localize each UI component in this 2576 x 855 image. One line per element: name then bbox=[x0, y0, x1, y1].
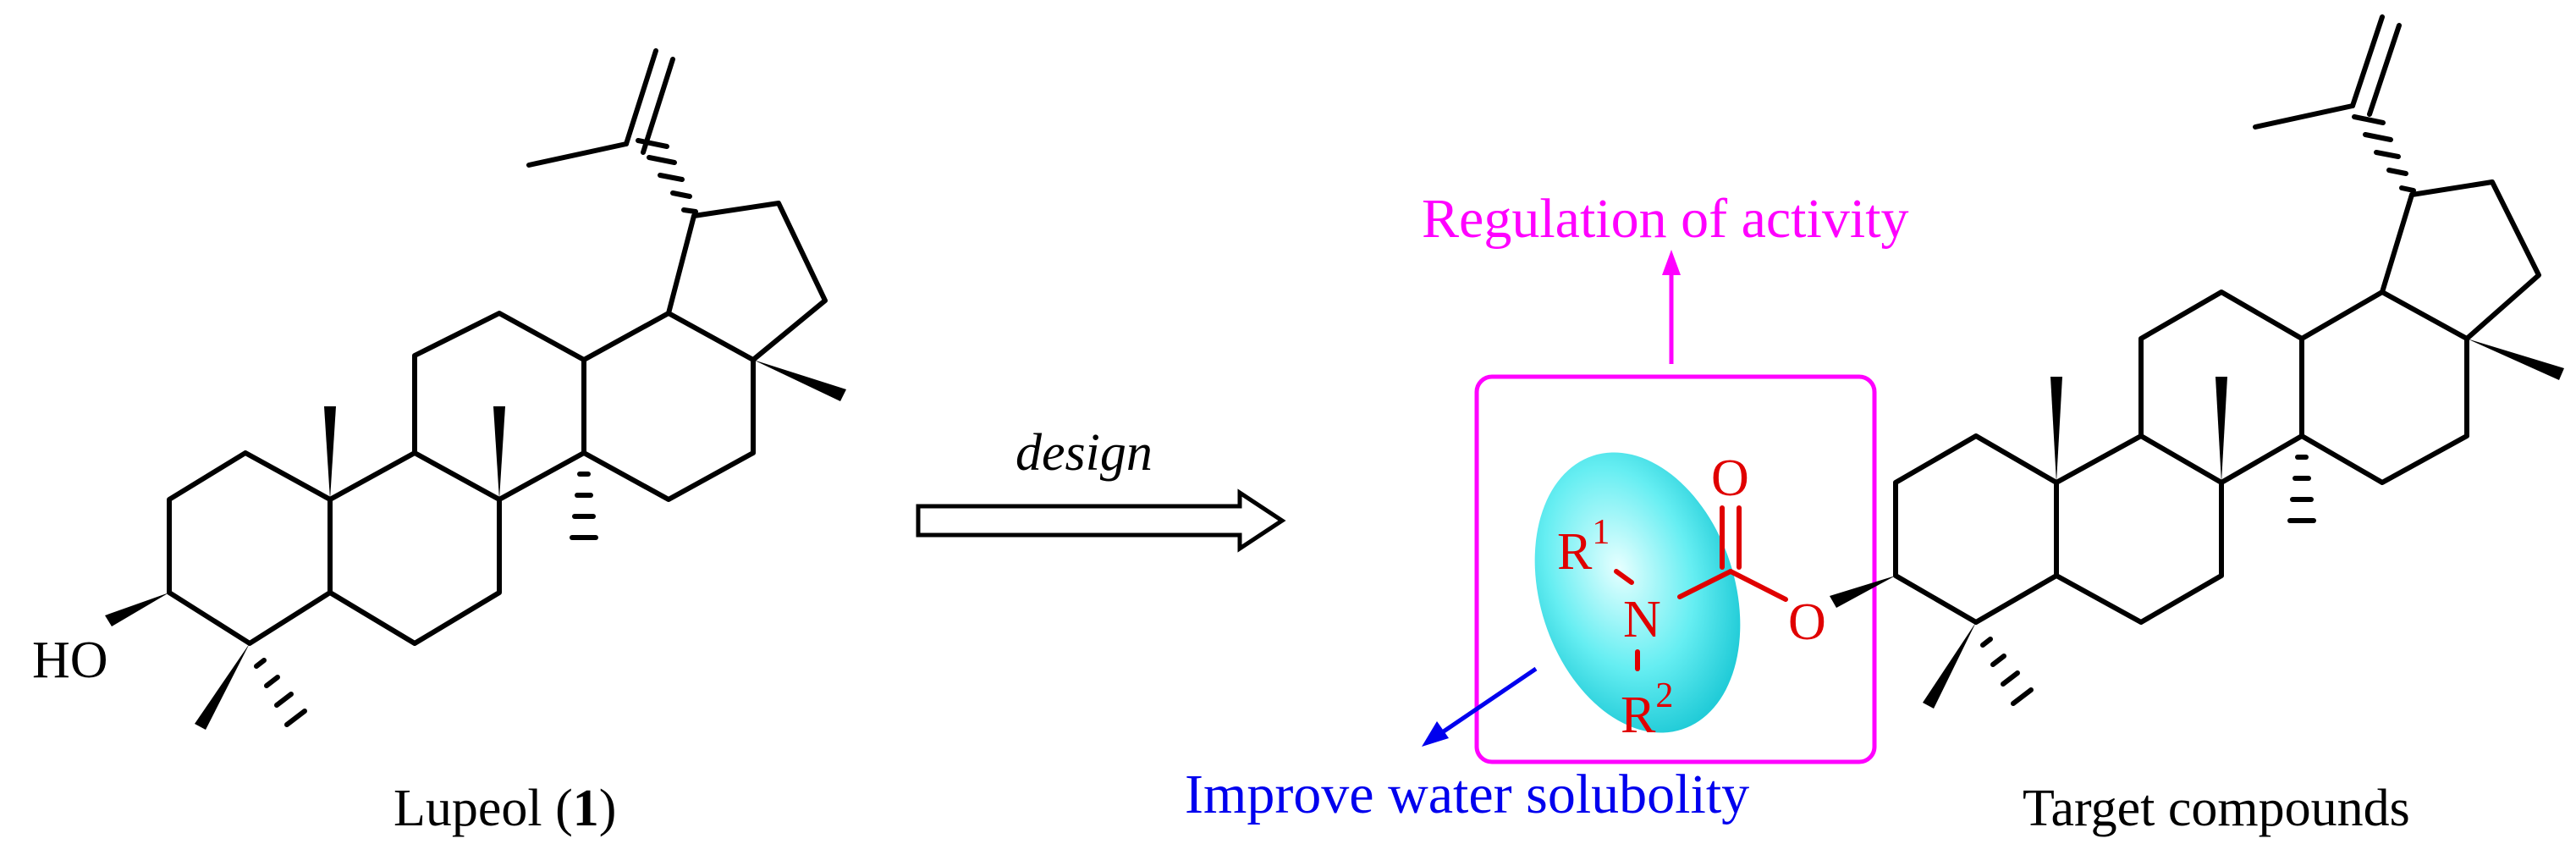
hashed-methyl-c4 bbox=[254, 658, 307, 727]
hydroxyl-label: HO bbox=[32, 632, 108, 689]
activity-label: Regulation of activity bbox=[1422, 188, 1909, 250]
target-structure bbox=[1830, 14, 2564, 709]
design-arrow bbox=[916, 488, 1286, 553]
lupeol-structure bbox=[105, 48, 846, 730]
hashed-methyl-c4-target bbox=[1980, 637, 2034, 706]
r1-label: R1 bbox=[1557, 513, 1610, 581]
carbonyl-oxygen: O bbox=[1711, 450, 1749, 507]
hashed-methyl-c14 bbox=[570, 472, 598, 540]
carbamate-group bbox=[1614, 505, 1788, 671]
ester-oxygen: O bbox=[1788, 593, 1826, 651]
r2-label: R2 bbox=[1621, 676, 1673, 744]
target-compounds-label: Target compounds bbox=[2023, 780, 2410, 837]
solubility-arrow bbox=[1437, 666, 1538, 737]
carbamate-box bbox=[1474, 374, 1877, 764]
hashed-methyl-c14-target bbox=[2287, 455, 2316, 523]
hashed-wedge-c19-target bbox=[2352, 114, 2416, 193]
solubilizing-group-ellipse bbox=[1534, 452, 1741, 733]
design-label: design bbox=[1016, 424, 1153, 482]
lupeol-name: Lupeol (1) bbox=[394, 780, 616, 837]
solubility-label: Improve water solubolity bbox=[1185, 764, 1749, 825]
nitrogen-label: N bbox=[1623, 591, 1661, 648]
hashed-wedge-c19 bbox=[636, 138, 698, 214]
